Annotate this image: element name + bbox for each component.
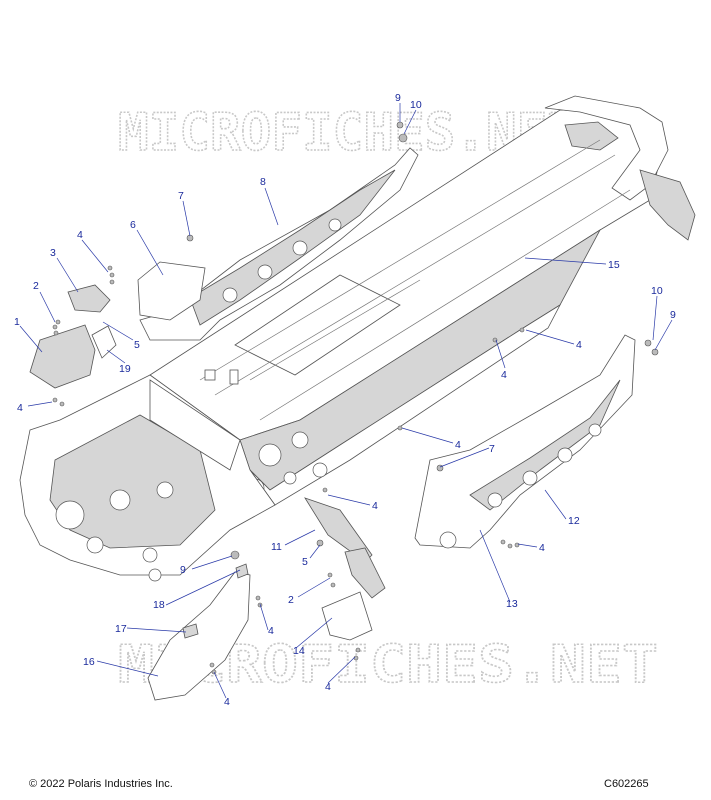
- copyright-notice: © 2022 Polaris Industries Inc.: [29, 778, 173, 790]
- callout-7: 7: [178, 190, 184, 202]
- bottom-left-shield: [147, 571, 251, 701]
- shield-clip: [235, 563, 249, 579]
- callout-13: 13: [506, 598, 518, 610]
- callout-16: 16: [83, 656, 95, 668]
- callout-17: 17: [115, 623, 127, 635]
- figure-code: C602265: [604, 778, 649, 790]
- left-running-board: [139, 147, 419, 341]
- callout-4: 4: [372, 500, 378, 512]
- callout-15: 15: [608, 259, 620, 271]
- callout-4: 4: [501, 369, 507, 381]
- right-running-board: [414, 334, 636, 549]
- leader-lines: [19, 103, 673, 699]
- callout-10: 10: [410, 99, 422, 111]
- callout-4: 4: [224, 696, 230, 708]
- callout-1: 1: [14, 316, 20, 328]
- callout-12: 12: [568, 515, 580, 527]
- fasteners: [52, 121, 659, 675]
- chassis-tunnel: [149, 95, 696, 506]
- callout-11: 11: [271, 541, 282, 553]
- callout-10: 10: [651, 285, 663, 297]
- callout-5: 5: [134, 339, 140, 351]
- callout-19: 19: [119, 363, 131, 375]
- callout-4: 4: [455, 439, 461, 451]
- callout-9: 9: [670, 309, 676, 321]
- right-footwell-shield: [321, 591, 373, 641]
- callout-4: 4: [325, 681, 331, 693]
- left-front-panel: [29, 324, 96, 389]
- callout-14: 14: [293, 645, 305, 657]
- left-bracket: [67, 284, 111, 313]
- callout-8: 8: [260, 176, 266, 188]
- callouts: 1 2 3 4 5 19 4 6 7 8 9 10 15 10 9 4 4 4 …: [14, 92, 676, 708]
- callout-4: 4: [77, 229, 83, 241]
- callout-4: 4: [539, 542, 545, 554]
- callout-3: 3: [50, 247, 56, 259]
- front-bulkhead: [19, 369, 276, 582]
- callout-4: 4: [268, 625, 274, 637]
- left-grommet-plate: [91, 325, 117, 359]
- callout-7: 7: [489, 443, 495, 455]
- callout-4: 4: [17, 402, 23, 414]
- callout-6: 6: [130, 219, 136, 231]
- right-footwell-grate: [344, 547, 386, 599]
- callout-4: 4: [576, 339, 582, 351]
- callout-5: 5: [302, 556, 308, 568]
- callout-2: 2: [288, 594, 294, 606]
- callout-9: 9: [180, 564, 186, 576]
- callout-9: 9: [395, 92, 401, 104]
- left-footrest-bracket: [137, 261, 206, 321]
- shield-latch: [182, 623, 199, 639]
- callout-2: 2: [33, 280, 39, 292]
- callout-18: 18: [153, 599, 165, 611]
